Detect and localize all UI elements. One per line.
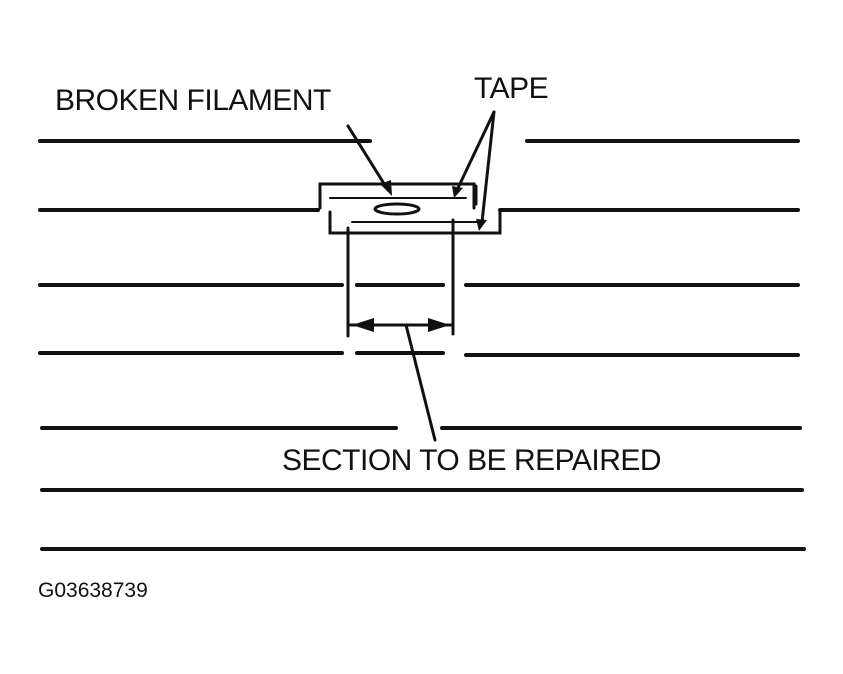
broken-filament-arrowhead [380,180,392,196]
tape-strip-upper [318,182,476,210]
section-arrowhead-left [352,318,374,332]
tape-leader-1 [456,110,496,190]
broken-filament-label: BROKEN FILAMENT [55,84,331,117]
tape-label: TAPE [474,72,548,105]
section-leader [404,323,437,442]
grid-line-4 [38,351,800,357]
tape-arrowhead-1 [452,186,463,198]
section-to-be-repaired-label: SECTION TO BE REPAIRED [282,444,661,477]
figure-id-label: G03638739 [38,579,148,602]
tape-strip-lower [328,210,502,235]
section-arrowhead-right [428,318,450,332]
broken-filament-gap [373,202,421,216]
tape-leader-2 [480,110,496,224]
tape-arrowhead-2 [476,219,487,231]
broken-filament-leader [346,124,390,192]
